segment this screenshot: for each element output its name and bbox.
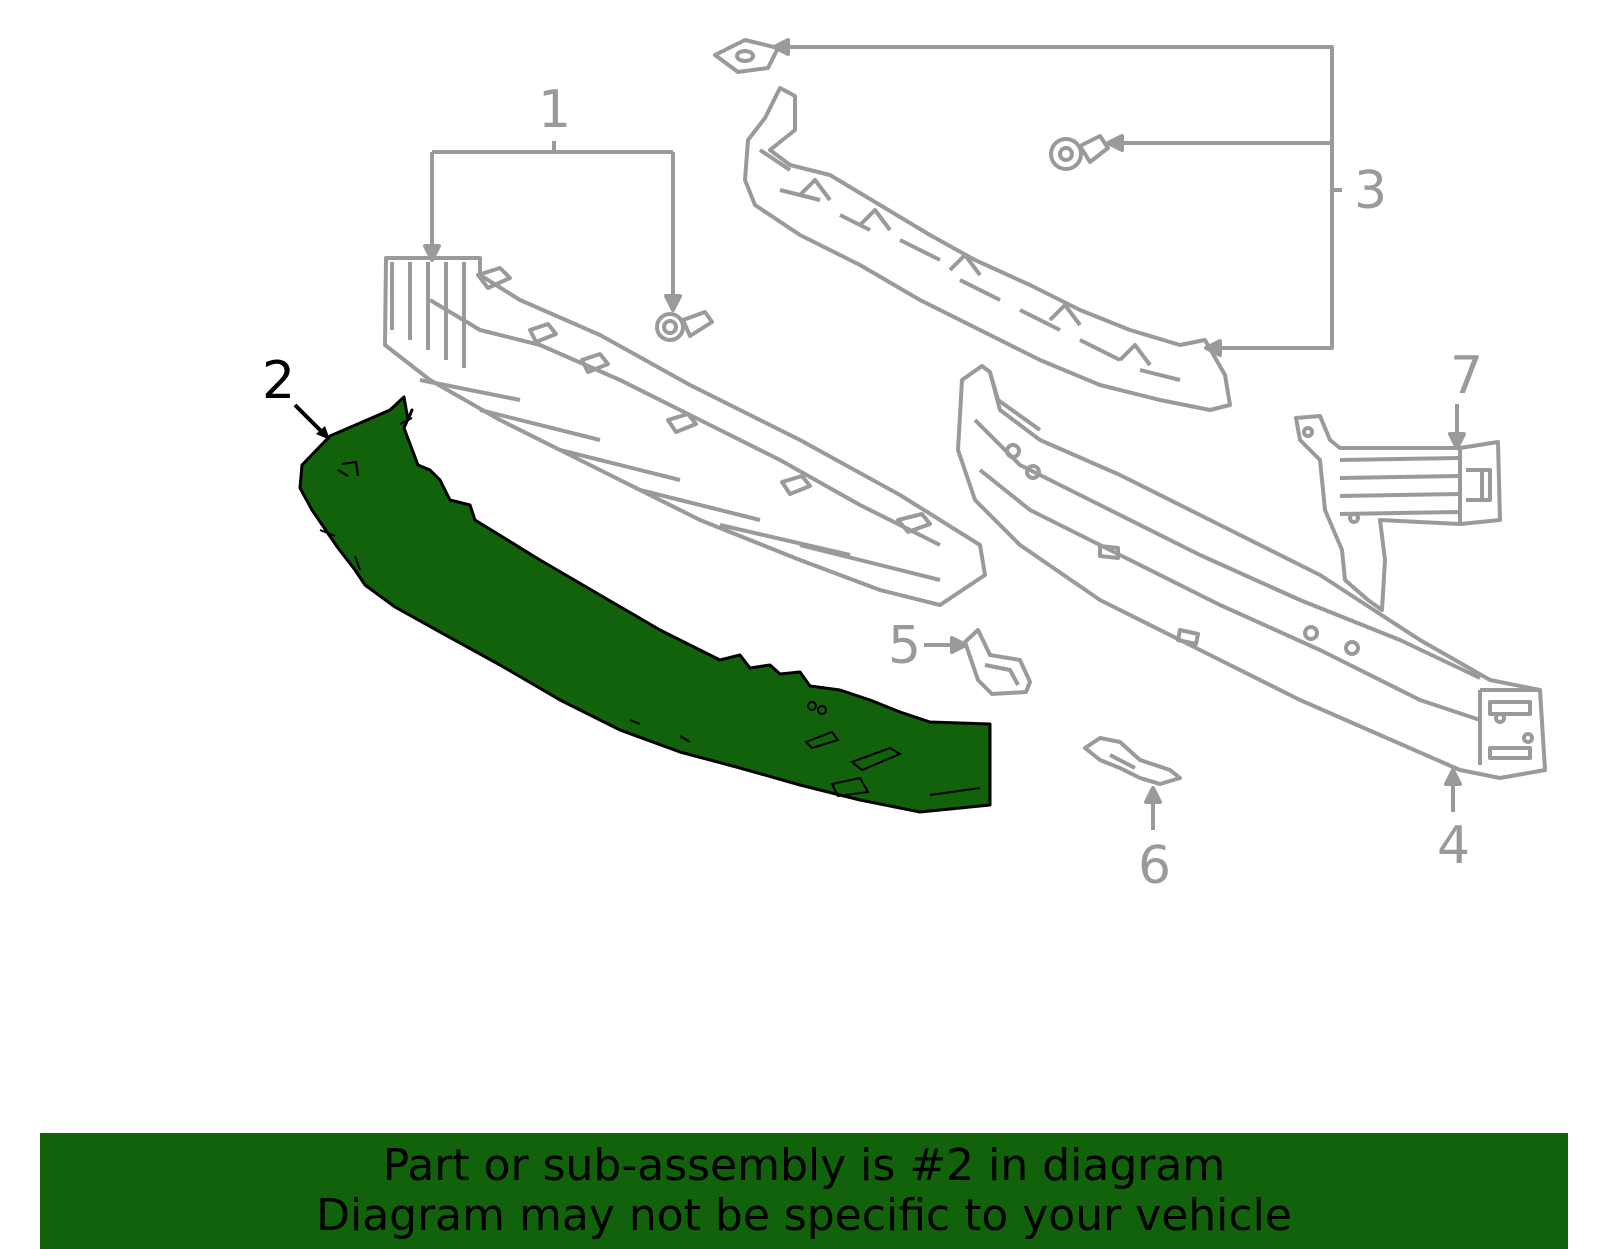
callout-5[interactable]: 5 (888, 616, 922, 676)
part-4-leader (1444, 768, 1462, 812)
callout-7[interactable]: 7 (1450, 346, 1484, 406)
part-4-reinforcement-bar[interactable] (956, 364, 1547, 780)
part-7-bracket[interactable] (1294, 414, 1502, 612)
part-2-leader (293, 403, 330, 440)
part-3-absorber[interactable] (713, 38, 1232, 412)
part-1-grille-support[interactable] (383, 256, 987, 607)
callout-4[interactable]: 4 (1437, 816, 1471, 876)
callout-2[interactable]: 2 (262, 351, 296, 411)
parts-diagram (293, 38, 1547, 830)
banner-line-1: Part or sub-assembly is #2 in diagram (382, 1140, 1226, 1191)
part-5-leader (924, 636, 968, 654)
part-1-leader (423, 141, 682, 312)
callout-1[interactable]: 1 (538, 80, 572, 140)
part-6-bracket[interactable] (1083, 736, 1182, 786)
part-6-leader (1144, 786, 1162, 830)
part-3-leader (772, 38, 1342, 357)
part-2-lower-spoiler[interactable] (298, 395, 992, 814)
part-5-bracket[interactable] (963, 628, 1032, 696)
callout-3[interactable]: 3 (1354, 161, 1388, 221)
callout-6[interactable]: 6 (1138, 836, 1172, 896)
part-7-leader (1448, 404, 1466, 450)
info-banner: Part or sub-assembly is #2 in diagram Di… (40, 1133, 1568, 1249)
banner-line-2: Diagram may not be specific to your vehi… (316, 1190, 1292, 1241)
